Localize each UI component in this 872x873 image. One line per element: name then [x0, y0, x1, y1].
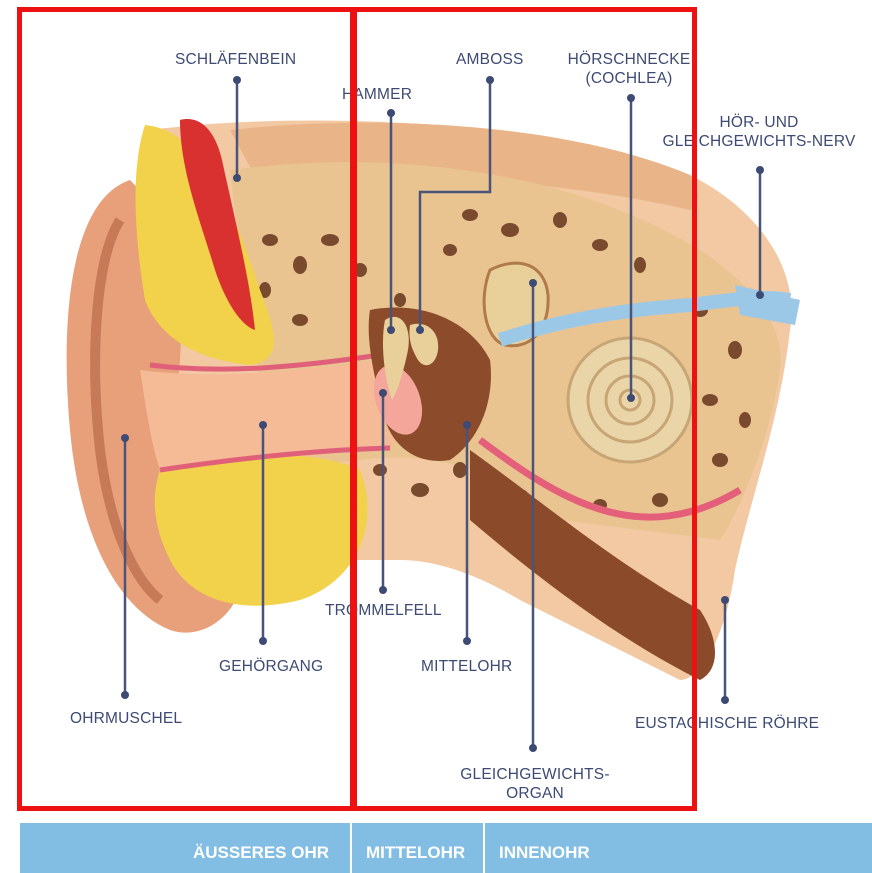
section-aeusseres-ohr: ÄUSSERES OHR	[193, 843, 329, 863]
section-divider-2	[483, 823, 485, 873]
highlight-outer-ear	[17, 7, 355, 811]
section-divider-1	[350, 823, 352, 873]
section-innenohr: INNENOHR	[499, 843, 590, 863]
highlight-middle-ear	[352, 7, 697, 811]
section-mittelohr: MITTELOHR	[366, 843, 465, 863]
